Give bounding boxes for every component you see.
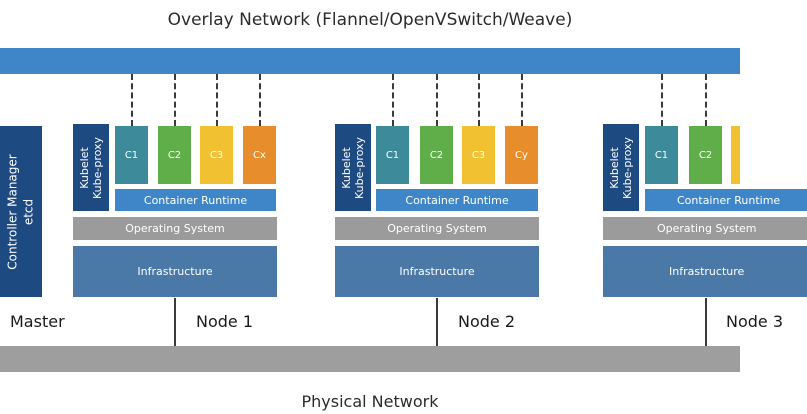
dashed-connector [131, 74, 133, 126]
dashed-connector [174, 74, 176, 126]
dashed-connector [392, 74, 394, 126]
container-runtime-layer: Container Runtime [376, 189, 538, 211]
dashed-connector [478, 74, 480, 126]
container-box-partial [731, 126, 740, 184]
infrastructure-layer: Infrastructure [335, 246, 539, 297]
dashed-connector [259, 74, 261, 126]
node-3-label: Node 3 [726, 312, 784, 331]
container-runtime-layer: Container Runtime [645, 189, 807, 211]
node-physical-connector [174, 298, 176, 346]
container-box: C2 [420, 126, 453, 184]
overlay-network-bar [0, 48, 740, 74]
kubelet-kube-proxy-block: Kubelet Kube-proxy [73, 124, 109, 211]
container-box: C3 [200, 126, 233, 184]
dashed-connector [705, 74, 707, 126]
dashed-connector [521, 74, 523, 126]
node-1-label: Node 1 [196, 312, 254, 331]
kube-proxy-label: Kube-proxy [621, 136, 634, 199]
container-box: C2 [158, 126, 191, 184]
container-box: C2 [689, 126, 722, 184]
operating-system-layer: Operating System [603, 217, 807, 240]
master-control-block: Controller Manager etcd [0, 126, 42, 297]
node-3-clip: Kubelet Kube-proxy C1 C2 Container Runti… [603, 124, 807, 346]
infrastructure-layer: Infrastructure [73, 246, 277, 297]
kubelet-kube-proxy-block: Kubelet Kube-proxy [603, 124, 639, 211]
physical-network-title: Physical Network [301, 391, 439, 411]
container-box: C1 [376, 126, 409, 184]
container-box: C1 [645, 126, 678, 184]
physical-network-bar [0, 346, 740, 372]
operating-system-layer: Operating System [73, 217, 277, 240]
container-runtime-layer: Container Runtime [115, 189, 276, 211]
node-physical-connector [705, 298, 707, 346]
container-box: C3 [462, 126, 495, 184]
kubelet-kube-proxy-block: Kubelet Kube-proxy [335, 124, 371, 211]
container-box: C1 [115, 126, 148, 184]
operating-system-layer: Operating System [335, 217, 539, 240]
overlay-network-title: Overlay Network (Flannel/OpenVSwitch/Wea… [167, 10, 573, 30]
container-box: Cx [243, 126, 276, 184]
dashed-connector [436, 74, 438, 126]
container-box: Cy [505, 126, 538, 184]
kubelet-label: Kubelet [608, 146, 621, 189]
infrastructure-layer: Infrastructure [603, 246, 807, 297]
master-label: Master [10, 312, 65, 331]
node-2-label: Node 2 [458, 312, 516, 331]
node-physical-connector [436, 298, 438, 346]
dashed-connector [661, 74, 663, 126]
dashed-connector [216, 74, 218, 126]
